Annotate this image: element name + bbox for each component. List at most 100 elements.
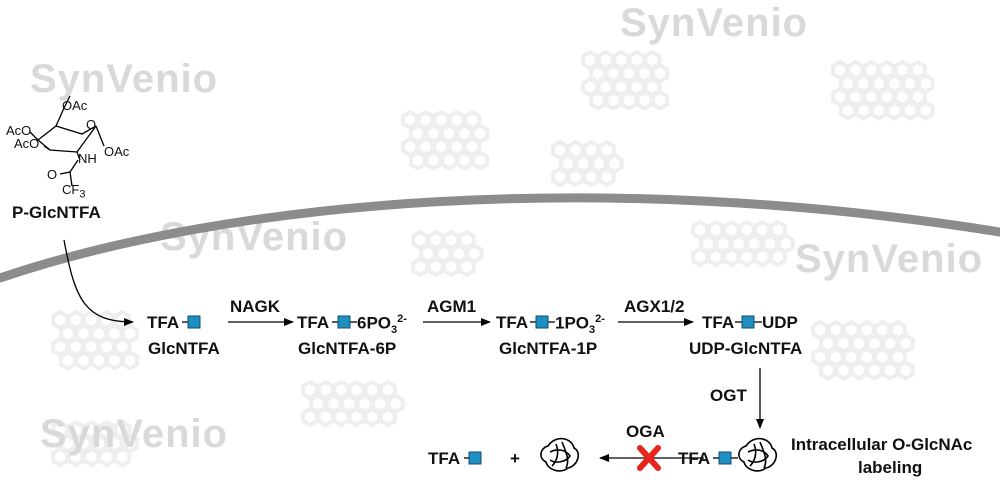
- background-hexagon: [440, 150, 458, 171]
- aco-label: AcO: [14, 136, 40, 151]
- free-protein-icon: [540, 437, 580, 472]
- p-glcntfa-structure: [29, 95, 105, 187]
- background-hexagon: [457, 256, 476, 278]
- background-hexagon: [58, 350, 77, 371]
- tfa-label: TFA: [702, 313, 735, 332]
- background-hexagon: [379, 406, 397, 428]
- carbonyl-oxygen-label: O: [47, 167, 58, 182]
- glcntfa-1p-label: GlcNTFA-1P: [499, 339, 598, 358]
- glcntfa-1p-square-icon: [535, 315, 549, 329]
- background-hexagon: [635, 90, 654, 111]
- background-hexagon: [471, 150, 490, 171]
- background-hexagon: [706, 246, 725, 268]
- background-hexagon: [818, 360, 837, 381]
- background-hexagon: [363, 406, 382, 428]
- ring-oxygen-label: O: [86, 117, 97, 132]
- background-hexagon: [901, 100, 920, 121]
- agm1-label: AGM1: [427, 297, 477, 316]
- tfa-label: TFA: [496, 313, 529, 332]
- 1-phosphate-label: 1PO32-: [555, 313, 605, 337]
- background-hexagon: [551, 166, 569, 188]
- cf3-label: CF3: [62, 182, 86, 201]
- aco-label: AcO: [6, 123, 32, 138]
- background-hexagon: [424, 150, 443, 171]
- background-hexagon: [597, 166, 616, 188]
- oac-label: OAc: [104, 144, 130, 159]
- nagk-label: NAGK: [230, 297, 281, 316]
- glcntfa-label: GlcNTFA: [148, 339, 220, 358]
- background-hexagon: [850, 360, 868, 381]
- tfa-label: TFA: [147, 313, 180, 332]
- watermark: SynVenio: [620, 1, 808, 45]
- background-hexagon: [408, 150, 427, 171]
- labeling-label-line2: labeling: [858, 458, 923, 477]
- glcntfa-square-icon: [187, 315, 201, 329]
- background-hexagon: [316, 406, 335, 428]
- labeled-protein-square-icon: [718, 451, 732, 465]
- background-hexagon: [90, 350, 108, 371]
- udp-label: UDP: [762, 313, 798, 332]
- background-hexagon: [113, 446, 132, 468]
- background-hexagon: [347, 406, 366, 428]
- glcntfa-6p-square-icon: [337, 315, 351, 329]
- watermark: SynVenio: [30, 57, 218, 101]
- product-square-icon: [468, 451, 482, 465]
- background-hexagon: [881, 360, 900, 381]
- tfa-label: TFA: [678, 449, 711, 468]
- background-hexagon: [442, 256, 461, 278]
- background-hexagon: [753, 246, 772, 268]
- tfa-label: TFA: [297, 313, 330, 332]
- background-hexagon: [691, 246, 709, 268]
- background-hexagon: [834, 360, 853, 381]
- oga-label: OGA: [626, 422, 665, 441]
- background-hexagon: [722, 246, 741, 268]
- background-hexagon: [620, 90, 638, 111]
- labeling-label-line1: Intracellular O-GlcNAc: [791, 435, 973, 454]
- labeled-protein-icon: [738, 437, 778, 472]
- nh-label: NH: [78, 151, 97, 166]
- background-hexagon: [854, 100, 873, 121]
- agx-label: AGX1/2: [624, 297, 685, 316]
- background-hexagon: [105, 350, 124, 371]
- cell-membrane: [0, 193, 1000, 283]
- p-glcntfa-label: P-GlcNTFA: [12, 203, 101, 222]
- background-hexagon: [838, 100, 857, 121]
- udp-glcntfa-square-icon: [741, 315, 755, 329]
- background-hexagon: [455, 150, 474, 171]
- background-hexagon: [411, 256, 429, 278]
- background-hexagon: [74, 350, 93, 371]
- background-hexagon: [651, 90, 670, 111]
- udp-glcntfa-label: UDP-GlcNTFA: [689, 339, 803, 358]
- background-hexagon: [566, 166, 585, 188]
- plus-sign: +: [510, 449, 520, 468]
- blocked-x-icon: [637, 445, 661, 471]
- entry-arrow: [63, 239, 134, 326]
- background-hexagon: [885, 100, 904, 121]
- background-hexagon: [582, 166, 601, 188]
- hexagon-background-pattern: [51, 49, 935, 468]
- 6-phosphate-label: 6PO32-: [357, 313, 407, 337]
- tfa-label: TFA: [428, 449, 461, 468]
- glcntfa-6p-label: GlcNTFA-6P: [298, 339, 397, 358]
- background-hexagon: [301, 406, 319, 428]
- background-hexagon: [737, 246, 756, 268]
- watermark: SynVenio: [40, 412, 228, 456]
- oac-label: OAc: [62, 98, 88, 113]
- background-hexagon: [870, 100, 888, 121]
- background-hexagon: [426, 256, 445, 278]
- watermark: SynVenio: [795, 237, 983, 281]
- background-hexagon: [588, 90, 607, 111]
- background-hexagon: [865, 360, 884, 381]
- background-hexagon: [604, 90, 623, 111]
- bond-lines: [182, 321, 762, 459]
- background-hexagon: [896, 360, 915, 381]
- background-hexagon: [121, 350, 140, 371]
- watermark-group: SynVenio SynVenio SynVenio SynVenio SynV…: [30, 1, 983, 456]
- background-hexagon: [916, 100, 935, 121]
- sugar-squares: [187, 315, 755, 465]
- ogt-label: OGT: [710, 386, 747, 405]
- background-hexagon: [769, 246, 787, 268]
- background-hexagon: [332, 406, 351, 428]
